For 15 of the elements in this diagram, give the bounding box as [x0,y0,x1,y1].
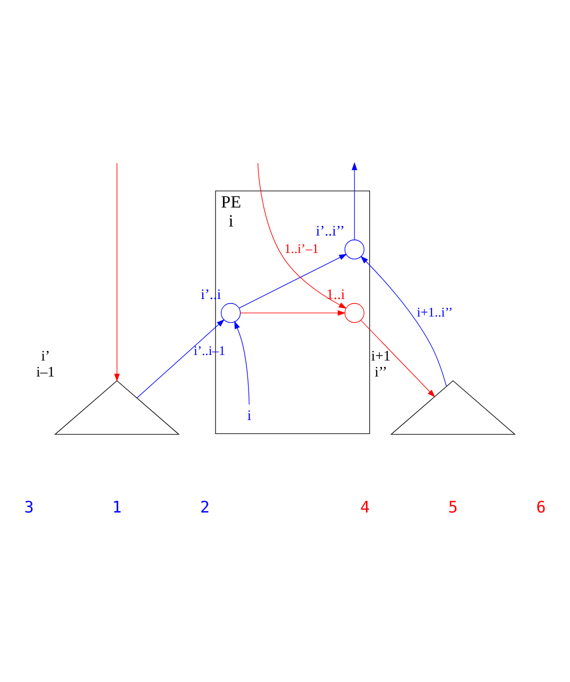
node-label: i’’ [374,364,388,380]
edge-label: 1..i’–1 [284,240,319,256]
label: 5 [448,497,458,516]
label: 1 [112,497,122,516]
label: 4 [360,497,370,516]
label: 2 [200,497,210,516]
node-label: i–1 [36,364,55,380]
edge-label: i+1..i’’ [416,304,453,319]
node-label: i+1 [371,348,391,364]
node-label: i’..i’’ [316,223,345,240]
label: 6 [536,497,546,516]
label: 3 [24,497,34,516]
node-label: i’ [41,348,50,364]
node-text: i [247,408,252,424]
node-label: 1..i [326,286,345,303]
